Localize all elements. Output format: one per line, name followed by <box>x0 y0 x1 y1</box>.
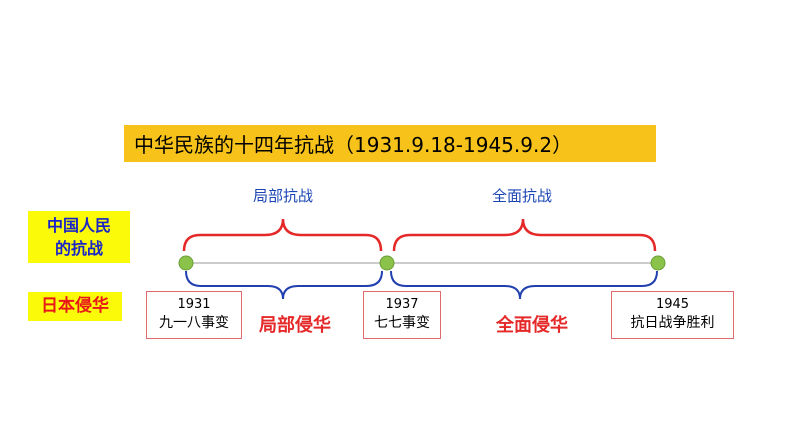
partial-resistance-brace <box>182 218 383 252</box>
timeline-node-1931 <box>178 255 194 271</box>
event-name: 七七事变 <box>374 315 430 331</box>
page-title: 中华民族的十四年抗战（1931.9.18-1945.9.2） <box>134 133 573 157</box>
full-resistance-brace <box>392 218 657 252</box>
event-year: 1931 <box>177 297 211 312</box>
event-name: 九一八事变 <box>159 315 229 331</box>
event-name: 抗日战争胜利 <box>630 315 715 331</box>
partial-resistance-label: 局部抗战 <box>252 187 313 205</box>
event-year: 1945 <box>655 297 690 312</box>
event-box-1937: 1937 七七事变 <box>363 291 441 339</box>
timeline-node-1937 <box>379 255 395 271</box>
partial-invasion-brace <box>185 270 383 300</box>
japan-invasion-label: 日本侵华 <box>28 292 122 321</box>
full-resistance-label: 全面抗战 <box>491 187 552 205</box>
title-banner: 中华民族的十四年抗战（1931.9.18-1945.9.2） <box>124 125 656 162</box>
partial-invasion-label: 局部侵华 <box>259 315 331 336</box>
event-year: 1937 <box>385 297 419 312</box>
full-invasion-brace <box>390 270 658 300</box>
event-box-1931: 1931 九一八事变 <box>146 291 242 339</box>
timeline-node-1945 <box>650 255 666 271</box>
chinese-resistance-label: 中国人民 的抗战 <box>28 211 130 263</box>
full-invasion-label: 全面侵华 <box>496 315 568 336</box>
event-box-1945: 1945 抗日战争胜利 <box>611 291 734 339</box>
chinese-resistance-label-line2: 的抗战 <box>54 239 103 258</box>
chinese-resistance-label-line1: 中国人民 <box>46 216 111 235</box>
